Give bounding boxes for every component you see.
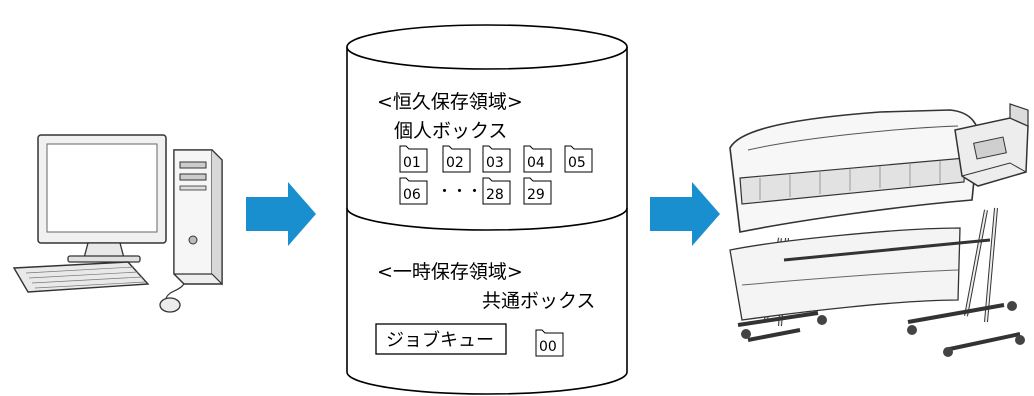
svg-text:28: 28	[486, 187, 504, 203]
job-queue-label: ジョブキュー	[386, 329, 494, 351]
box-folder: 02	[442, 145, 471, 173]
svg-text:04: 04	[527, 155, 545, 171]
printer-icon	[729, 103, 1029, 357]
job-queue-box: ジョブキュー	[375, 323, 507, 355]
box-folder: 06	[399, 177, 428, 205]
personal-box-row-1: 01 02 03 04 05	[399, 145, 593, 173]
personal-box-row-2: 06 ・・・ 28 29	[399, 177, 552, 205]
svg-text:03: 03	[486, 155, 504, 171]
svg-text:05: 05	[568, 155, 586, 171]
svg-text:02: 02	[446, 155, 464, 171]
svg-text:06: 06	[403, 187, 421, 203]
box-folder: 01	[399, 145, 428, 173]
box-folder: 03	[482, 145, 511, 173]
permanent-storage-heading: <恒久保存領域>	[377, 91, 523, 113]
box-ellipsis: ・・・	[437, 182, 482, 200]
common-box-label: 共通ボックス	[482, 290, 595, 312]
storage-divider	[346, 207, 628, 231]
arrow-to-storage	[246, 182, 316, 246]
box-folder: 28	[482, 177, 511, 205]
box-folder: 05	[564, 145, 593, 173]
svg-text:29: 29	[527, 187, 545, 203]
computer-icon	[12, 134, 223, 313]
common-box-number: 00	[539, 339, 557, 355]
box-folder: 04	[523, 145, 552, 173]
common-box-folder: 00	[535, 329, 564, 357]
personal-box-label: 個人ボックス	[394, 120, 507, 142]
svg-text:01: 01	[403, 155, 421, 171]
storage-cylinder	[346, 24, 628, 395]
temporary-storage-heading: <一時保存領域>	[377, 261, 523, 283]
box-folder: 29	[523, 177, 552, 205]
arrow-to-printer	[650, 182, 720, 246]
